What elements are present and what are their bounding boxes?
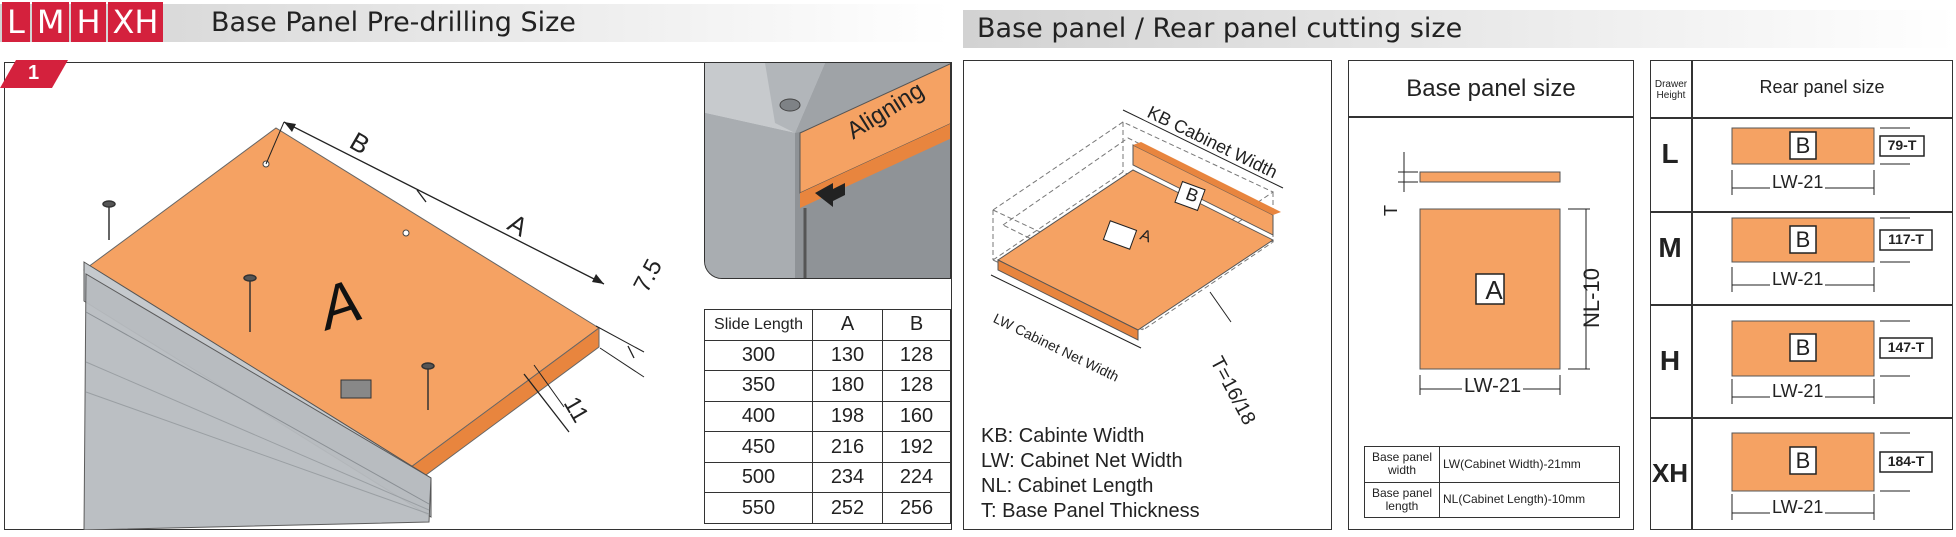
rear-b-label-xh: B	[1795, 448, 1811, 473]
rear-dim-l: 79-T	[1887, 137, 1917, 153]
a-cell: 252	[812, 492, 883, 524]
a-cell: 234	[812, 461, 883, 494]
height-label-xh: XH	[1651, 458, 1689, 488]
size-tag-m: M	[31, 2, 70, 42]
col-b: B	[882, 309, 951, 341]
drawer-height-header: Drawer Height	[1654, 79, 1688, 101]
slide-length-cell: 450	[704, 431, 813, 463]
rear-b-label-m: B	[1795, 227, 1811, 252]
base-panel-nl-label: NL-10	[1578, 268, 1604, 328]
a-cell: 180	[812, 370, 883, 402]
col-a: A	[812, 309, 883, 341]
step-badge	[0, 60, 68, 88]
col-slide-length: Slide Length	[704, 309, 813, 341]
base-panel-thickness-strip	[1419, 171, 1561, 183]
base-panel-t-label: T	[1381, 205, 1401, 216]
size-tag-xh: XH	[107, 2, 164, 42]
rear-b-label-h: B	[1795, 335, 1811, 360]
rear-b-label-l: B	[1795, 133, 1811, 158]
screw-2	[243, 274, 257, 332]
base-panel-drawing	[1398, 152, 1590, 395]
slide-length-cell: 500	[704, 461, 813, 494]
table-row: 450 216 192	[704, 431, 951, 463]
a-cell: 198	[812, 400, 883, 433]
grid-header-line	[1651, 117, 1952, 119]
size-tag-h: H	[71, 2, 106, 42]
rear-lw-m: LW-21	[1770, 269, 1826, 290]
screw-3	[421, 362, 435, 410]
rear-lw-xh: LW-21	[1770, 497, 1826, 518]
a-cell: 130	[812, 339, 883, 372]
side-rail-front	[83, 273, 432, 530]
bp-width-label: Base panel width	[1364, 446, 1440, 483]
legend-lw: LW: Cabinet Net Width	[981, 450, 1183, 472]
rear-panel-drawings	[1731, 127, 1933, 520]
base-panel-a-label: A	[1485, 275, 1503, 305]
grid-col-divider	[1691, 61, 1693, 529]
slide-length-cell: 550	[704, 492, 813, 524]
b-cell: 224	[882, 461, 951, 494]
size-tag-l: L	[2, 2, 30, 42]
screw-1	[102, 200, 116, 240]
rear-lw-h: LW-21	[1770, 381, 1826, 402]
legend-t: T: Base Panel Thickness	[981, 500, 1200, 522]
left-section-title: Base Panel Pre-drilling Size	[211, 7, 576, 38]
table-row: 500 234 224	[704, 461, 951, 494]
rear-dim-m: 117-T	[1888, 231, 1924, 247]
grid-row-line-3	[1651, 417, 1952, 419]
rail-fitting	[340, 379, 372, 399]
legend: KB: Cabinte Width LW: Cabinet Net Width …	[981, 424, 1200, 524]
legend-kb: KB: Cabinte Width	[981, 425, 1145, 447]
b-cell: 256	[882, 492, 951, 524]
step-number: 1	[28, 62, 40, 84]
grid-row-line-2	[1651, 304, 1952, 306]
slide-length-table: Slide Length A B 300 130 128 350 180 128…	[704, 309, 951, 524]
b-cell: 128	[882, 339, 951, 372]
height-label-l: L	[1661, 138, 1679, 169]
base-panel-header-line	[1348, 116, 1634, 118]
rear-panel-size-header: Rear panel size	[1759, 77, 1885, 97]
base-panel-table: Base panel width LW(Cabinet Width)-21mm …	[1364, 446, 1620, 518]
right-section-title: Base panel / Rear panel cutting size	[977, 13, 1463, 44]
table-row: 300 130 128	[704, 339, 951, 372]
height-label-h: H	[1659, 345, 1681, 376]
table-row: 550 252 256	[704, 492, 951, 524]
rear-dim-h: 147-T	[1887, 339, 1925, 355]
bp-length-label: Base panel length	[1364, 481, 1440, 518]
slide-length-cell: 350	[704, 370, 813, 402]
bp-length-value: NL(Cabinet Length)-10mm	[1439, 481, 1620, 518]
b-cell: 160	[882, 400, 951, 433]
aligning-illustration	[705, 63, 950, 278]
base-panel-title: Base panel size	[1406, 75, 1576, 102]
base-panel-lw-label: LW-21	[1462, 375, 1524, 398]
rear-dim-xh: 184-T	[1887, 453, 1925, 469]
slide-table-header: Slide Length A B	[704, 309, 951, 341]
b-cell: 128	[882, 370, 951, 402]
drawer-diagram	[990, 109, 1284, 349]
slide-length-cell: 300	[704, 339, 813, 372]
right-header-bar	[963, 10, 1956, 48]
table-row: 400 198 160	[704, 400, 951, 433]
bp-width-value: LW(Cabinet Width)-21mm	[1439, 446, 1620, 483]
rear-lw-l: LW-21	[1770, 172, 1826, 193]
table-row: Base panel width LW(Cabinet Width)-21mm	[1364, 446, 1620, 483]
height-label-m: M	[1658, 232, 1682, 263]
table-row: 350 180 128	[704, 370, 951, 402]
aligning-inset	[704, 62, 951, 279]
table-row: Base panel length NL(Cabinet Length)-10m…	[1364, 481, 1620, 518]
slide-length-cell: 400	[704, 400, 813, 433]
a-cell: 216	[812, 431, 883, 463]
legend-nl: NL: Cabinet Length	[981, 475, 1154, 497]
size-tags: L M H XH	[2, 2, 165, 42]
drilling-illustration	[83, 121, 645, 530]
b-cell: 192	[882, 431, 951, 463]
rear-panel-grid: Drawer Height Rear panel size	[1650, 60, 1953, 530]
grid-row-line-1	[1651, 211, 1952, 213]
